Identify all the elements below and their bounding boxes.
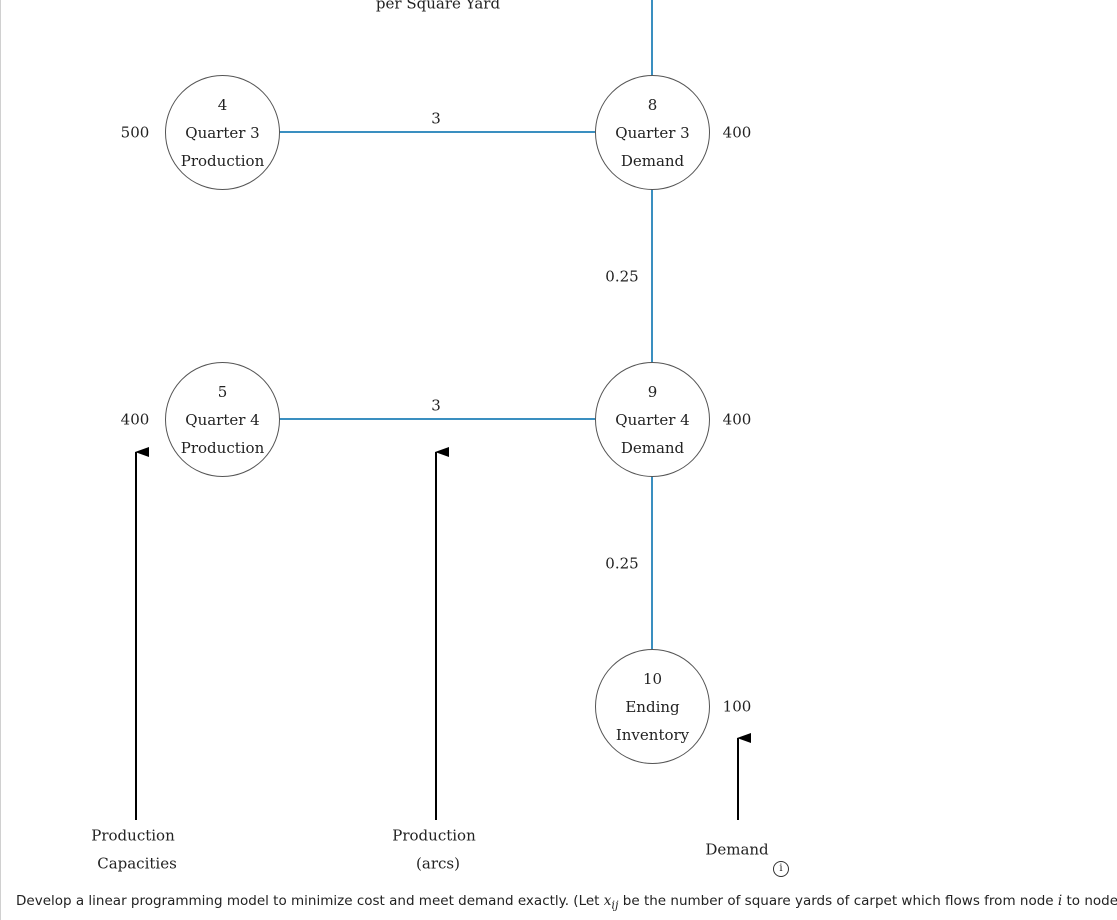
node-10: 10 Ending Inventory bbox=[595, 649, 710, 764]
production-arcs-label-line1: Production bbox=[392, 826, 476, 845]
node-9-line1: Quarter 4 bbox=[615, 411, 690, 429]
node-4-capacity: 500 bbox=[120, 123, 150, 142]
arc-4-8-cost: 3 bbox=[431, 109, 441, 128]
top-label: per Square Yard bbox=[375, 0, 501, 13]
footer-mid2: to node bbox=[1062, 893, 1117, 909]
production-arcs-label-line2: (arcs) bbox=[416, 854, 460, 873]
node-5-line2: Production bbox=[180, 439, 265, 457]
node-5-line1: Quarter 4 bbox=[185, 411, 260, 429]
node-10-demand: 100 bbox=[722, 697, 752, 716]
node-5: 5 Quarter 4 Production bbox=[165, 362, 280, 477]
demand-label: Demand bbox=[705, 840, 769, 859]
footer-before: Develop a linear programming model to mi… bbox=[16, 893, 604, 909]
node-8-demand: 400 bbox=[722, 123, 752, 142]
node-5-number: 5 bbox=[217, 383, 228, 401]
left-border bbox=[0, 0, 1, 920]
arc-8-9-cost: 0.25 bbox=[605, 267, 639, 286]
node-10-line2: Inventory bbox=[615, 726, 690, 744]
arc-5-9-cost: 3 bbox=[431, 396, 441, 415]
capacities-label-line1: Production bbox=[91, 826, 175, 845]
node-4-line2: Production bbox=[180, 152, 265, 170]
capacities-label-line2: Capacities bbox=[97, 854, 177, 873]
node-8-line2: Demand bbox=[620, 152, 685, 170]
info-icon[interactable]: i bbox=[773, 861, 789, 877]
node-9: 9 Quarter 4 Demand bbox=[595, 362, 710, 477]
footer-sub: ij bbox=[611, 898, 619, 912]
node-8-line1: Quarter 3 bbox=[615, 124, 690, 142]
footer-var: x bbox=[603, 893, 612, 909]
arc-9-10-cost: 0.25 bbox=[605, 554, 639, 573]
node-9-line2: Demand bbox=[620, 439, 685, 457]
footer-i: i bbox=[1057, 893, 1063, 909]
instruction-text: Develop a linear programming model to mi… bbox=[16, 893, 1117, 912]
node-9-number: 9 bbox=[647, 383, 658, 401]
node-8-number: 8 bbox=[647, 96, 658, 114]
node-4-number: 4 bbox=[217, 96, 228, 114]
node-4-line1: Quarter 3 bbox=[185, 124, 260, 142]
node-4: 4 Quarter 3 Production bbox=[165, 75, 280, 190]
node-5-capacity: 400 bbox=[120, 410, 150, 429]
node-10-line1: Ending bbox=[625, 698, 680, 716]
node-8: 8 Quarter 3 Demand bbox=[595, 75, 710, 190]
footer-mid1: be the number of square yards of carpet … bbox=[618, 893, 1058, 909]
node-10-number: 10 bbox=[642, 670, 663, 688]
node-9-demand: 400 bbox=[722, 410, 752, 429]
